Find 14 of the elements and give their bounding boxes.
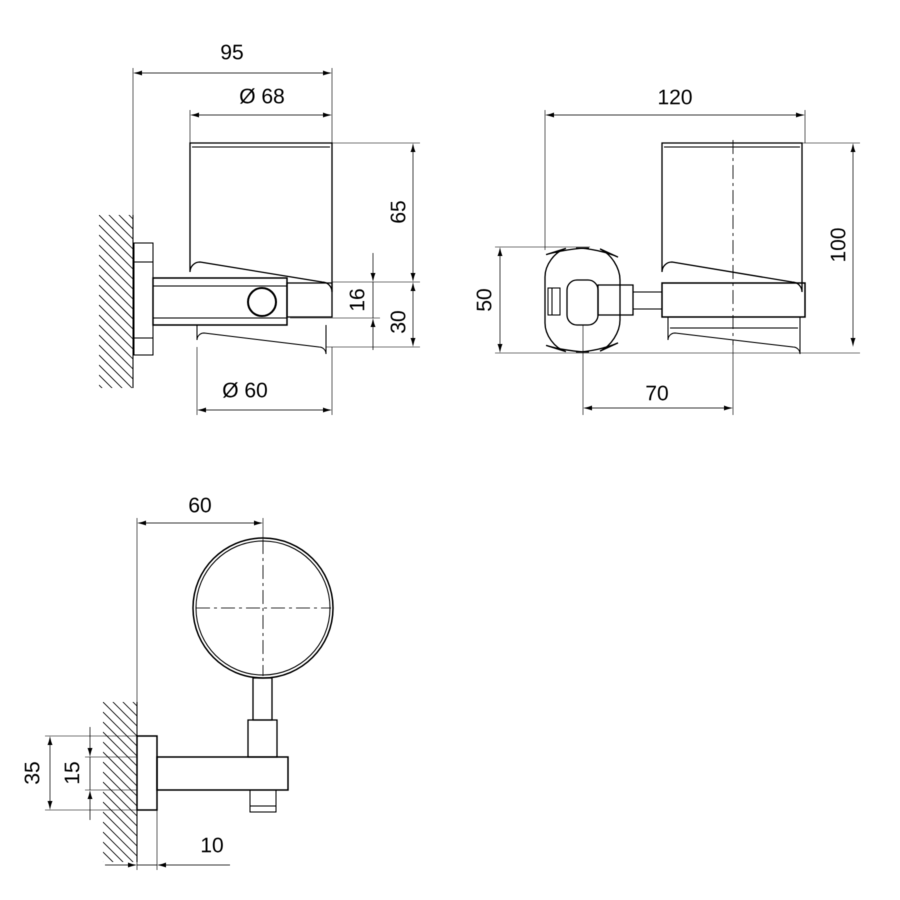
dimension-label: Ø 60	[222, 382, 267, 398]
dimension-label: 70	[646, 386, 668, 400]
dimension-label: Ø 68	[240, 88, 284, 104]
dimension-label: 100	[830, 228, 846, 261]
dimension-label: 35	[24, 762, 40, 784]
dimension-label: 15	[64, 762, 80, 784]
dimension-label: 50	[476, 289, 492, 311]
dimension-label: 16	[350, 289, 364, 310]
dimension-label: 95	[221, 44, 243, 60]
dimension-label: 65	[390, 201, 406, 223]
dimension-label: 60	[189, 498, 211, 512]
dimension-label: 120	[659, 90, 692, 104]
dimension-label: 30	[390, 311, 406, 333]
dimension-label: 10	[202, 838, 223, 852]
